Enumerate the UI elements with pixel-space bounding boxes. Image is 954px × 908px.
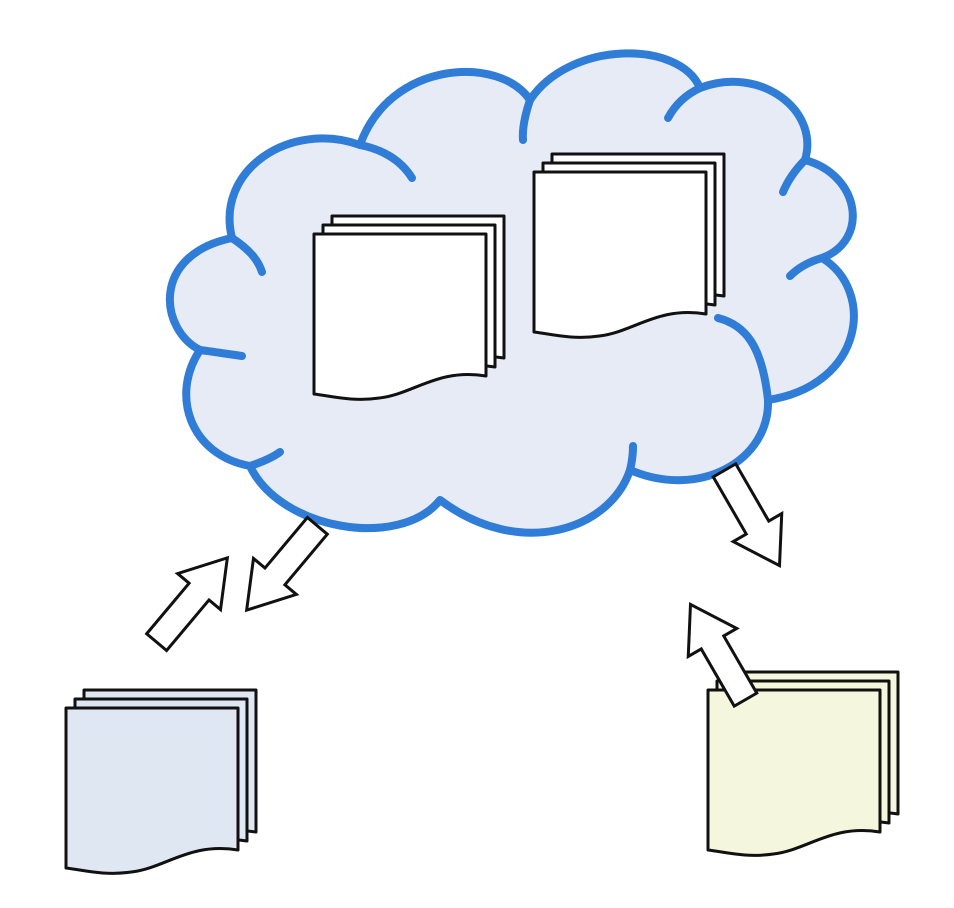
cloud-lobe-line bbox=[196, 346, 246, 360]
document-sheet bbox=[532, 170, 708, 339]
cloud-lobe-line bbox=[714, 314, 772, 404]
arrow-down-shape bbox=[711, 461, 784, 569]
document-stack-icon bbox=[706, 670, 900, 857]
document-sheet bbox=[312, 232, 488, 401]
document-stack-icon bbox=[64, 688, 258, 875]
arrow-up-shape bbox=[144, 555, 230, 653]
cloud-lobe-line bbox=[664, 84, 704, 122]
arrow-up-icon bbox=[686, 601, 759, 709]
arrow-down-icon bbox=[244, 515, 330, 613]
arrow-down-shape bbox=[244, 515, 330, 613]
cloud-lobe-line bbox=[626, 442, 637, 474]
arrow-down-icon bbox=[711, 461, 784, 569]
document-stack-icon bbox=[532, 152, 726, 339]
arrow-up-shape bbox=[686, 601, 759, 709]
cloud-icon bbox=[165, 49, 858, 537]
cloud-lobe-line bbox=[246, 448, 284, 470]
arrow-up-icon bbox=[144, 555, 230, 653]
document-sheet bbox=[64, 706, 240, 875]
cloud-lobe-line bbox=[518, 96, 534, 144]
document-stack-icon bbox=[312, 214, 506, 401]
cloud-lobe-line bbox=[356, 141, 416, 182]
cloud-lobe-line bbox=[786, 254, 826, 280]
cloud-lobe-line bbox=[779, 156, 809, 196]
document-sheet bbox=[706, 688, 882, 857]
cloud-lobe-line bbox=[228, 234, 266, 276]
